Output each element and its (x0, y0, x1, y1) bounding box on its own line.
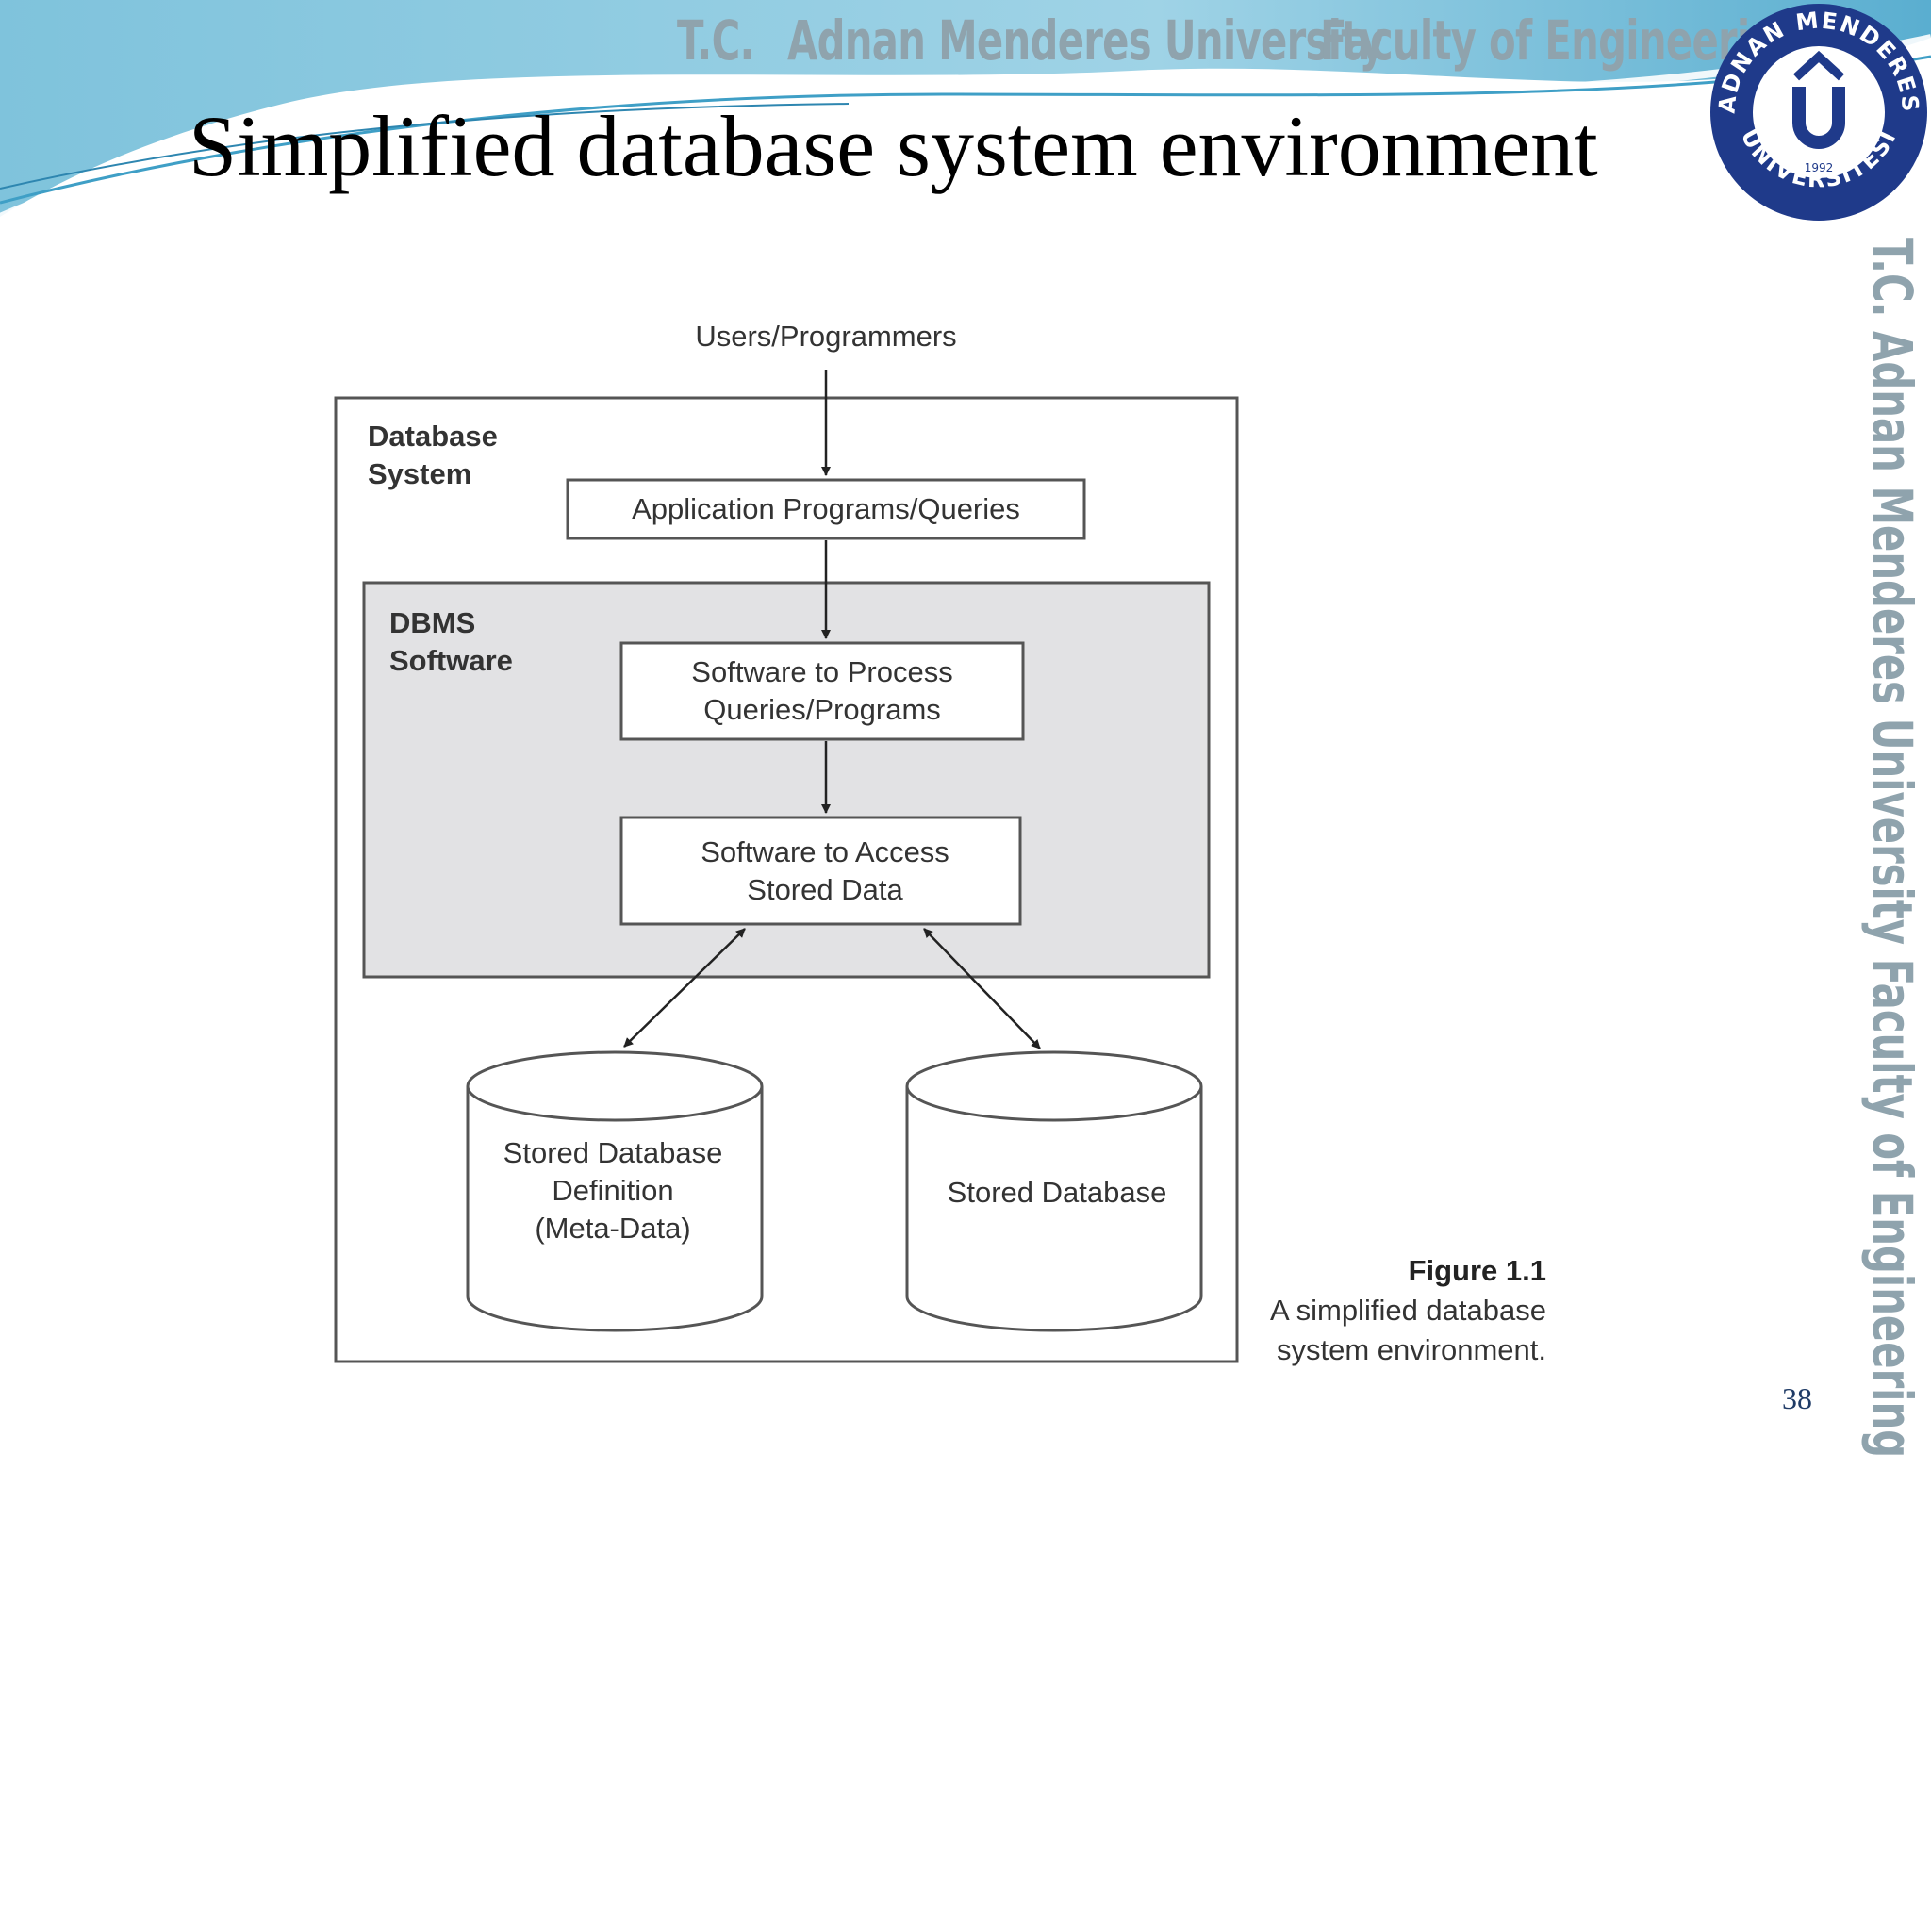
users-programmers-label: Users/Programmers (695, 320, 956, 353)
arrow-access-to-stored-db (923, 928, 1041, 1049)
figure-caption-line1: A simplified database (1270, 1294, 1546, 1327)
logo-year: 1992 (1805, 161, 1834, 174)
arrow-access-to-metadata (623, 928, 746, 1048)
stored-database-cylinder (905, 1050, 1203, 1332)
database-system-label-line1: Database (368, 420, 498, 453)
application-programs-label: Application Programs/Queries (632, 492, 1020, 525)
database-system-diagram: Users/Programmers Database System Applic… (334, 320, 1239, 1363)
university-logo: ADNAN MENDERES ÜNIVERSITESI 1992 (1710, 4, 1927, 221)
application-programs-box (566, 478, 1086, 540)
metadata-db-label-line3: (Meta-Data) (535, 1212, 690, 1245)
process-queries-label-line1: Software to Process (691, 655, 952, 688)
database-system-box (334, 396, 1239, 1363)
stored-db-label: Stored Database (948, 1176, 1167, 1209)
access-stored-data-label-line2: Stored Data (747, 873, 903, 906)
access-stored-data-box (619, 816, 1022, 926)
process-queries-label-line2: Queries/Programs (703, 693, 941, 726)
access-stored-data-label-line1: Software to Access (701, 835, 949, 868)
dbms-label-line2: Software (389, 644, 513, 677)
metadata-database-cylinder (466, 1050, 764, 1332)
metadata-db-label-line1: Stored Database (503, 1136, 723, 1169)
page-number: 38 (1782, 1381, 1812, 1415)
figure-caption-line2: system environment. (1277, 1333, 1546, 1366)
database-system-label-line2: System (368, 457, 471, 490)
header-wave-decoration (0, 0, 1931, 221)
dbms-label-line1: DBMS (389, 606, 475, 639)
process-queries-box (619, 641, 1025, 741)
metadata-db-label-line2: Definition (552, 1174, 673, 1207)
header-tc: T.C. (677, 8, 754, 73)
figure-caption-title: Figure 1.1 (1408, 1254, 1546, 1287)
slide-title: Simplified database system environment (189, 98, 1598, 194)
header-university: Adnan Menderes University (787, 8, 1385, 73)
